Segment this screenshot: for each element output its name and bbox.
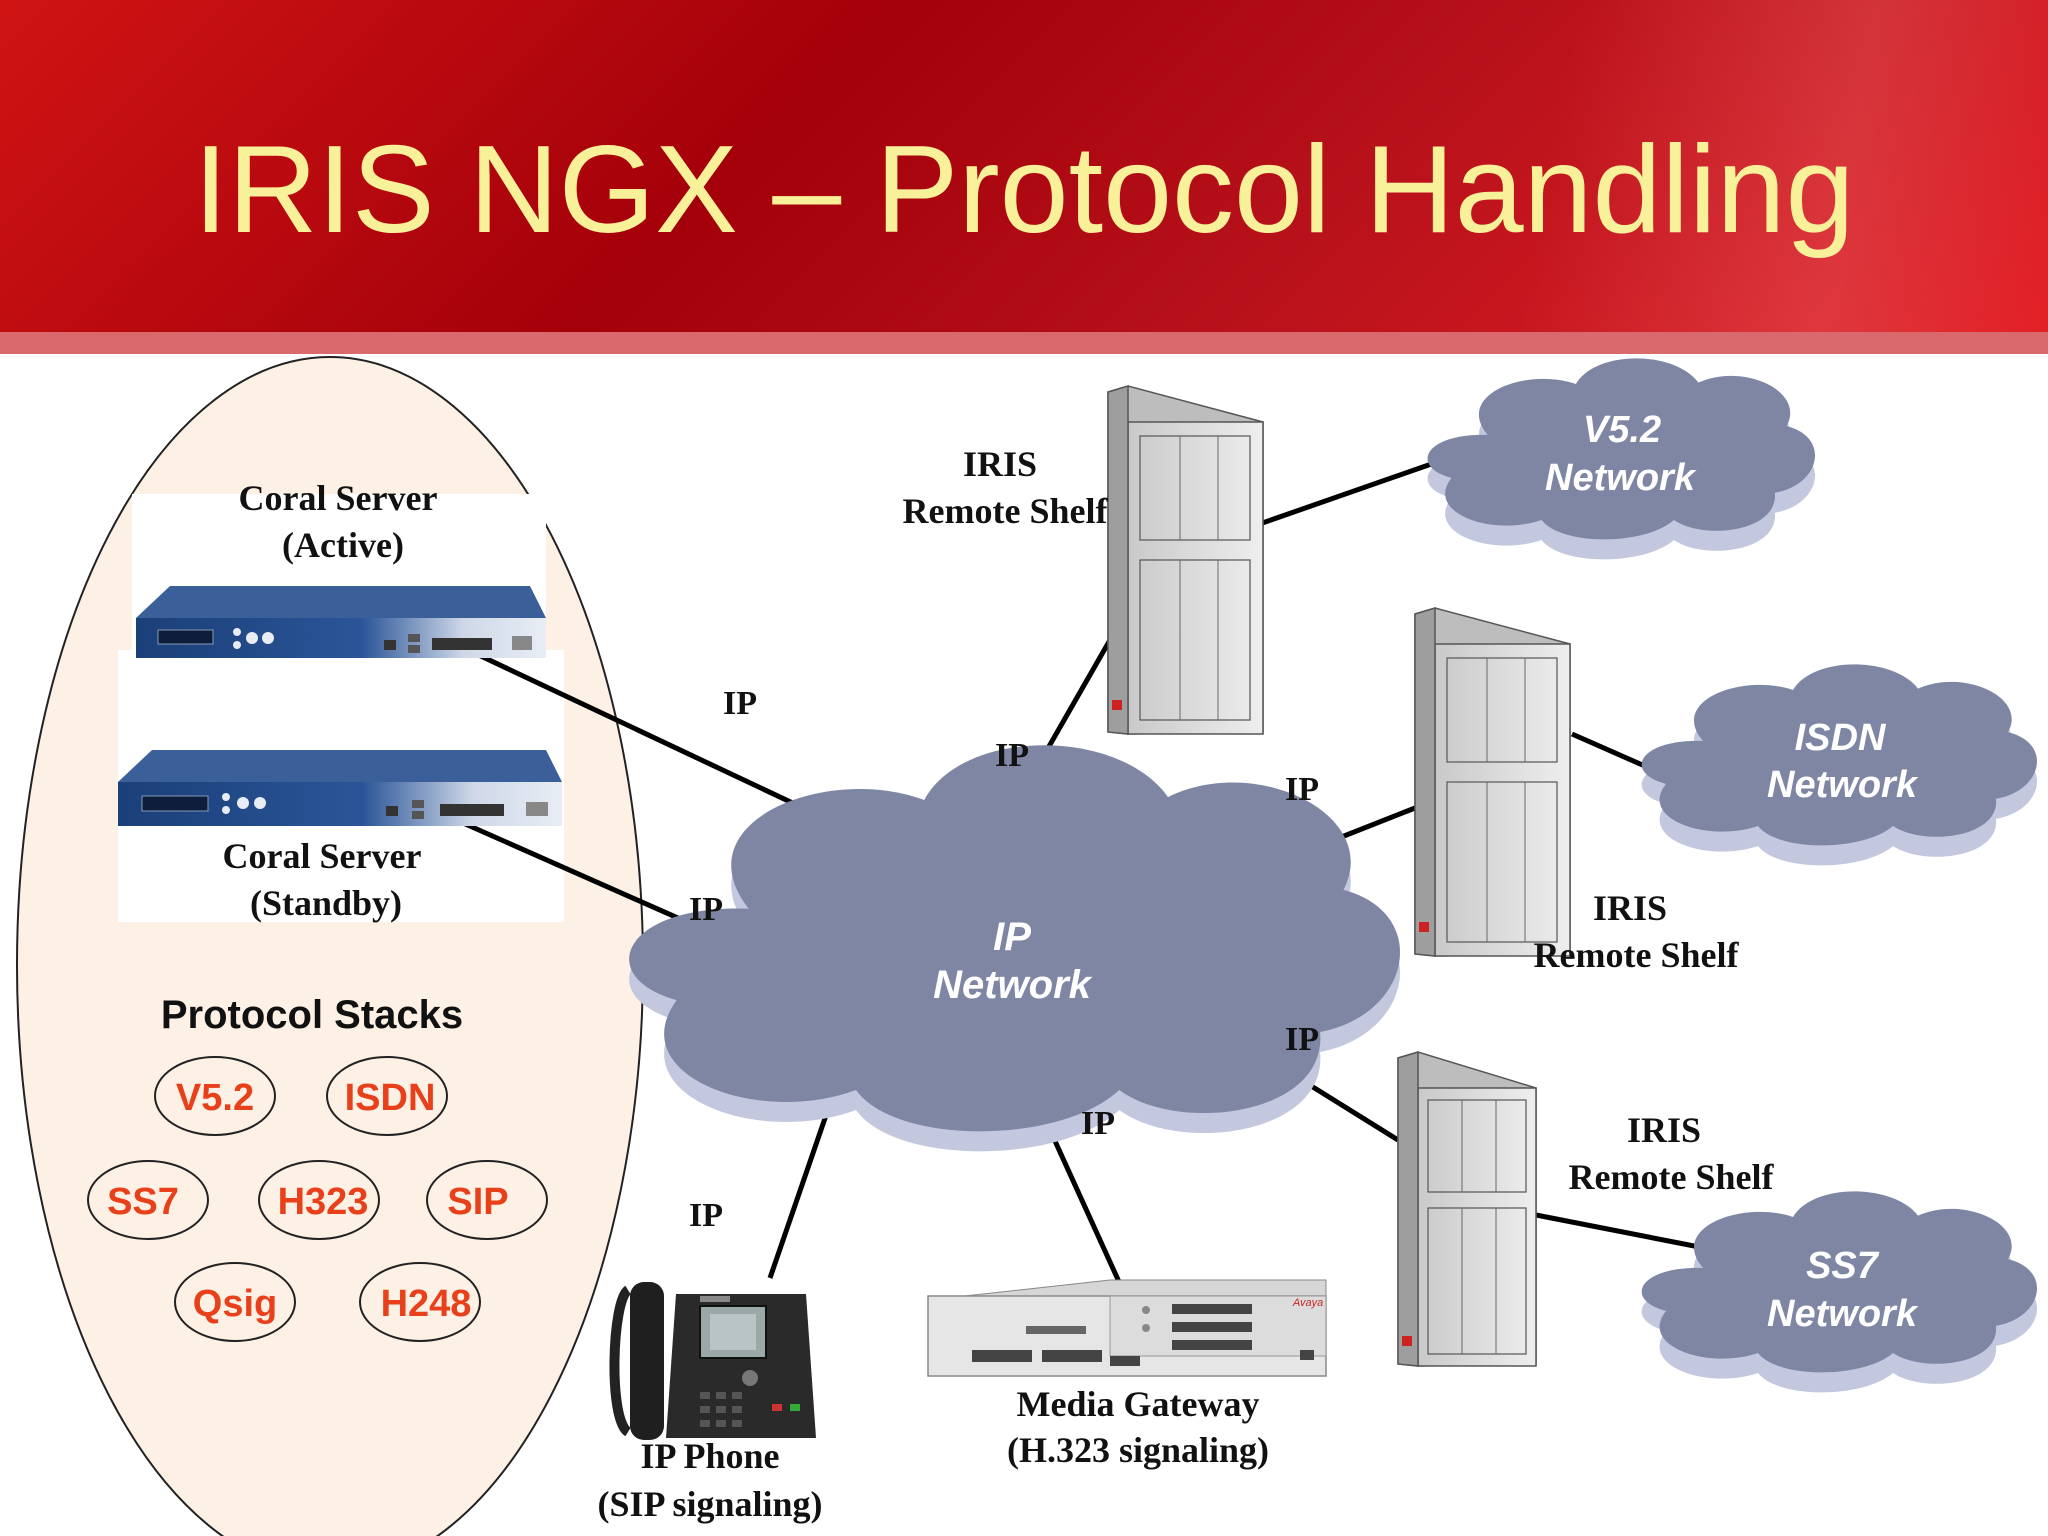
media-gateway-device [928,1280,1326,1376]
v52-cloud-line2: Network [1545,457,1697,499]
remote-shelf-top-rack [1108,386,1263,734]
coral-server-active [136,586,546,658]
protocol-v52: V5.2 [176,1077,254,1119]
protocol-sip: SIP [447,1181,508,1223]
protocol-qsig: Qsig [193,1283,277,1325]
protocol-isdn: ISDN [345,1077,436,1119]
media-gateway-line2: (H.323 signaling) [1007,1430,1269,1470]
ip-label-standby: IP [689,891,723,928]
shelf-mid-line2: Remote Shelf [1534,935,1740,975]
ip-label-shelf-mid: IP [1285,771,1319,808]
ip-label-shelf-bottom: IP [1285,1021,1319,1058]
coral-server-standby [118,750,562,826]
coral-active-line2: (Active) [282,525,404,565]
ip-phone-line1: IP Phone [640,1436,779,1476]
shelf-top-line1: IRIS [963,444,1037,484]
protocol-stacks-heading: Protocol Stacks [161,993,463,1037]
isdn-cloud-line1: ISDN [1795,717,1887,759]
ip-label-gateway: IP [1081,1105,1115,1142]
coral-standby-line1: Coral Server [223,836,422,876]
shelf-bottom-line2: Remote Shelf [1569,1157,1775,1197]
ip-label-phone: IP [689,1197,723,1234]
shelf-mid-line1: IRIS [1593,888,1667,928]
v52-cloud-line1: V5.2 [1583,409,1661,451]
link-ip-to-phone [770,1095,833,1278]
protocol-h248: H248 [381,1283,472,1325]
shelf-top-line2: Remote Shelf [903,491,1109,531]
ip-phone-device [614,1282,816,1440]
coral-standby-line2: (Standby) [250,883,402,923]
media-gateway-brand: Avaya [1292,1297,1323,1309]
remote-shelf-mid-rack [1415,608,1570,956]
protocol-ss7: SS7 [107,1181,179,1223]
ss7-cloud-line1: SS7 [1806,1245,1880,1287]
shelf-bottom-line1: IRIS [1627,1110,1701,1150]
coral-active-line1: Coral Server [239,478,438,518]
remote-shelf-bottom-rack [1398,1052,1536,1366]
ip-phone-line2: (SIP signaling) [597,1484,822,1524]
isdn-cloud-line2: Network [1767,764,1919,806]
ip-label-shelf-top: IP [995,737,1029,774]
ip-label-active: IP [723,685,757,722]
ip-cloud-line2: Network [933,963,1093,1007]
ss7-cloud-line2: Network [1767,1293,1919,1335]
protocol-h323: H323 [278,1181,369,1223]
ip-cloud-line1: IP [993,915,1031,959]
media-gateway-line1: Media Gateway [1017,1384,1260,1424]
ss7-network-cloud [1642,1191,2037,1392]
